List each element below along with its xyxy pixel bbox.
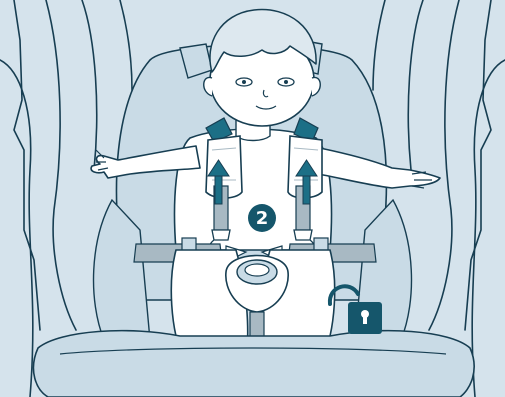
seat-front — [33, 331, 474, 397]
step-number-badge: 2 — [248, 204, 276, 232]
child-head — [204, 10, 321, 126]
step-number: 2 — [256, 208, 269, 229]
